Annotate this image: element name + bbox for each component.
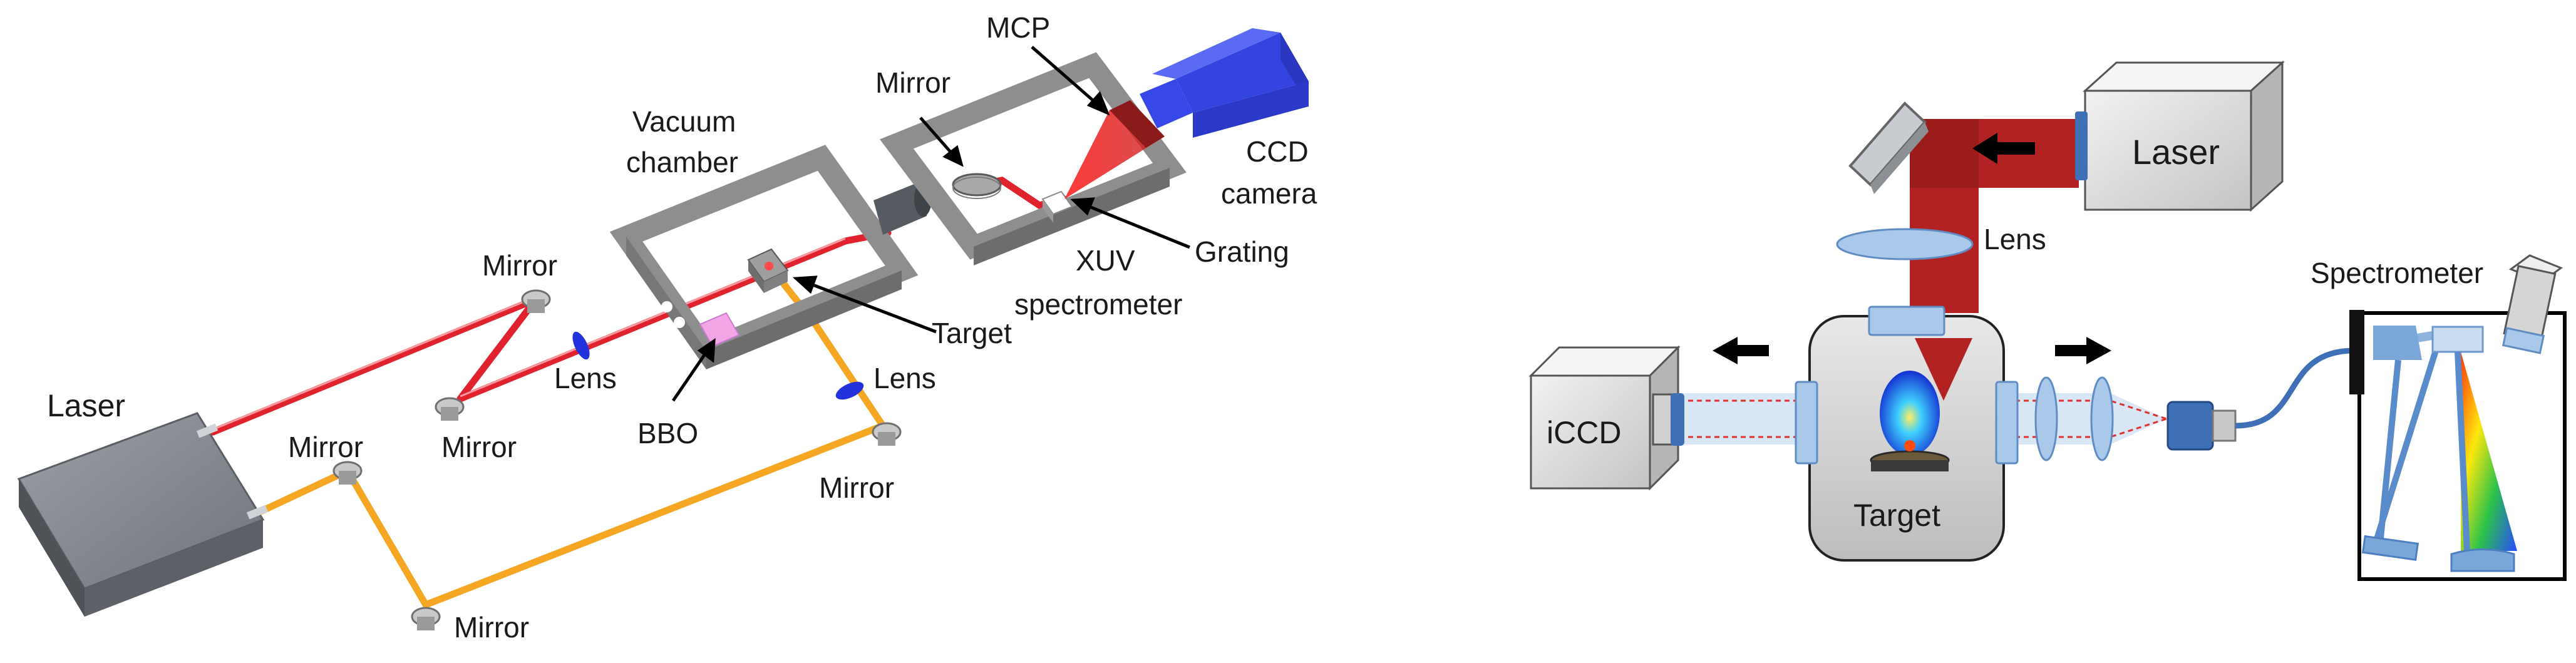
label-vacuum-line1: Vacuum [632,105,736,138]
label-xuv-line2: spectrometer [1014,288,1182,321]
label-mirror-1: Mirror [482,249,557,282]
chamber-mirror-icon [952,173,1002,199]
right-labels: Laser Lens iCCD Target Spectrometer [1547,132,2483,533]
label-ccd-line2: camera [1221,177,1317,210]
mirror-icon-4 [411,607,441,630]
target-block [747,248,789,293]
spectrometer-right [2349,254,2567,581]
xuv-spectrometer-chamber [880,52,1187,265]
label-lens-right: Lens [1984,223,2046,255]
label-ccd-line1: CCD [1246,135,1309,168]
mirror-icon-1 [521,289,551,313]
label-grating: Grating [1195,235,1289,268]
label-iccd: iCCD [1547,415,1621,450]
left-setup-diagram: Laser Mirror Mirror Mirror Mirror Mirror… [17,11,1317,644]
laser-box-right [2075,60,2285,212]
ccd-camera [1140,28,1309,138]
label-mcp: MCP [986,11,1050,44]
label-mirror-2: Mirror [441,431,517,463]
mirror-icon-3 [332,461,363,485]
label-laser-right: Laser [2132,132,2220,172]
mcp-detector [1110,100,1165,148]
label-mirror-4: Mirror [454,611,529,644]
red-beam-path [209,177,1068,436]
vacuum-chamber [609,145,919,369]
laser-source-left [17,412,269,617]
fiber-coupler [2166,347,2355,451]
label-target-right: Target [1853,498,1940,533]
imaging-lenses [2034,376,2114,461]
left-labels: Laser Mirror Mirror Mirror Mirror Mirror… [47,11,1317,644]
label-laser: Laser [47,388,125,423]
mirror-icon-2 [435,397,465,421]
lens-icon-2 [835,381,864,400]
lens-right [1836,228,1974,260]
arrow-icon-laser-left [1972,133,2035,164]
mirror-icon-5 [872,422,902,446]
label-lens-1: Lens [554,362,617,394]
iccd-camera [1528,345,1684,491]
label-lens-2: Lens [873,362,936,394]
lens-icon-1 [572,331,590,360]
label-mirror-3: Mirror [288,431,363,463]
annotation-arrows [671,46,1190,402]
right-setup-diagram: Laser Lens iCCD Target Spectrometer [1528,60,2567,581]
label-spectrometer: Spectrometer [2311,257,2483,289]
folding-mirror-right [1848,101,1929,194]
arrow-icon-right [2055,337,2111,364]
grating-element [1041,190,1073,223]
label-bbo: BBO [637,417,698,450]
label-xuv-line1: XUV [1076,244,1135,277]
label-target: Target [932,317,1012,349]
label-vacuum-line2: chamber [626,146,738,178]
label-chamber-mirror: Mirror [875,66,951,99]
bbo-crystal [699,312,740,347]
arrow-icon-left [1713,337,1769,364]
label-mirror-5: Mirror [819,471,894,504]
target-chamber-right [1795,306,2019,562]
